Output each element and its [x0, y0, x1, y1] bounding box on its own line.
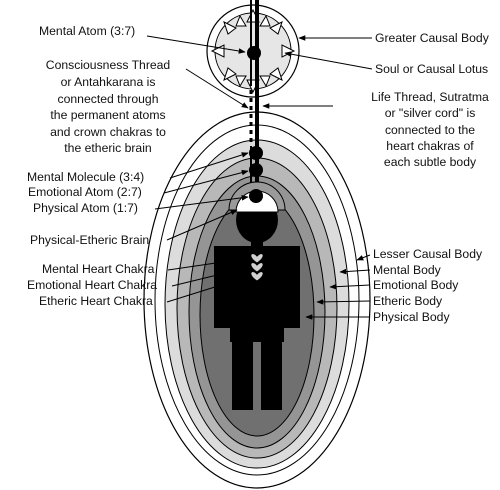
- pointer-arrows: [146, 35, 373, 320]
- mental-molecule-label: Mental Molecule (3:4): [27, 170, 144, 184]
- consciousness-thread-line-5: and crown chakras to: [50, 125, 166, 139]
- mental-molecule-dot: [249, 146, 263, 160]
- etheric-heart-chakra-label: Etheric Heart Chakra: [39, 294, 153, 308]
- greater-causal-body-label: Greater Causal Body: [375, 31, 490, 45]
- left-arm: [214, 246, 230, 328]
- emotional-atom-label: Emotional Atom (2:7): [28, 185, 142, 199]
- soul-causal-lotus-label: Soul or Causal Lotus: [375, 62, 488, 76]
- etheric-body-label: Etheric Body: [373, 294, 443, 308]
- physical-etheric-brain-label: Physical-Etheric Brain: [30, 233, 149, 247]
- consciousness-thread-line-1: Consciousness Thread: [46, 58, 170, 72]
- right-leg: [261, 340, 282, 410]
- left-leg: [232, 340, 253, 410]
- consciousness-thread-line-4: the permanent atoms: [50, 108, 165, 122]
- mental-atom-dot: [247, 46, 261, 60]
- heart-chakras-icon: [250, 253, 264, 282]
- physical-body-label: Physical Body: [373, 310, 450, 324]
- right-labels: Greater Causal Body Soul or Causal Lotus…: [371, 31, 490, 324]
- lesser-causal-body-label: Lesser Causal Body: [373, 247, 483, 261]
- emotional-body-label: Emotional Body: [373, 278, 459, 292]
- mental-atom-label: Mental Atom (3:7): [39, 24, 135, 38]
- emotional-heart-chakra-label: Emotional Heart Chakra: [27, 278, 157, 292]
- life-thread-line-2: or "silver cord" is: [385, 106, 476, 120]
- consciousness-thread-line-6: the etheric brain: [64, 141, 151, 155]
- physical-atom-dot: [249, 189, 263, 203]
- mental-heart-chakra-label: Mental Heart Chakra: [42, 262, 155, 276]
- life-thread-line-4: heart chakras of: [386, 139, 474, 153]
- consciousness-thread-line-3: connected through: [58, 92, 159, 106]
- physical-atom-label: Physical Atom (1:7): [33, 201, 138, 215]
- consciousness-thread-line-2: or Antahkarana is: [61, 75, 156, 89]
- permanent-atoms: [247, 46, 263, 203]
- life-thread-line-1: Life Thread, Sutratma: [371, 90, 489, 104]
- life-thread-line: [255, 0, 259, 292]
- emotional-atom-dot: [249, 163, 263, 177]
- mental-body-label: Mental Body: [373, 263, 442, 277]
- left-labels: Mental Atom (3:7) Consciousness Thread o…: [27, 24, 170, 308]
- life-thread-line-5: each subtle body: [384, 155, 477, 169]
- right-arm: [284, 246, 300, 328]
- life-thread-line-3: connected to the: [385, 123, 475, 137]
